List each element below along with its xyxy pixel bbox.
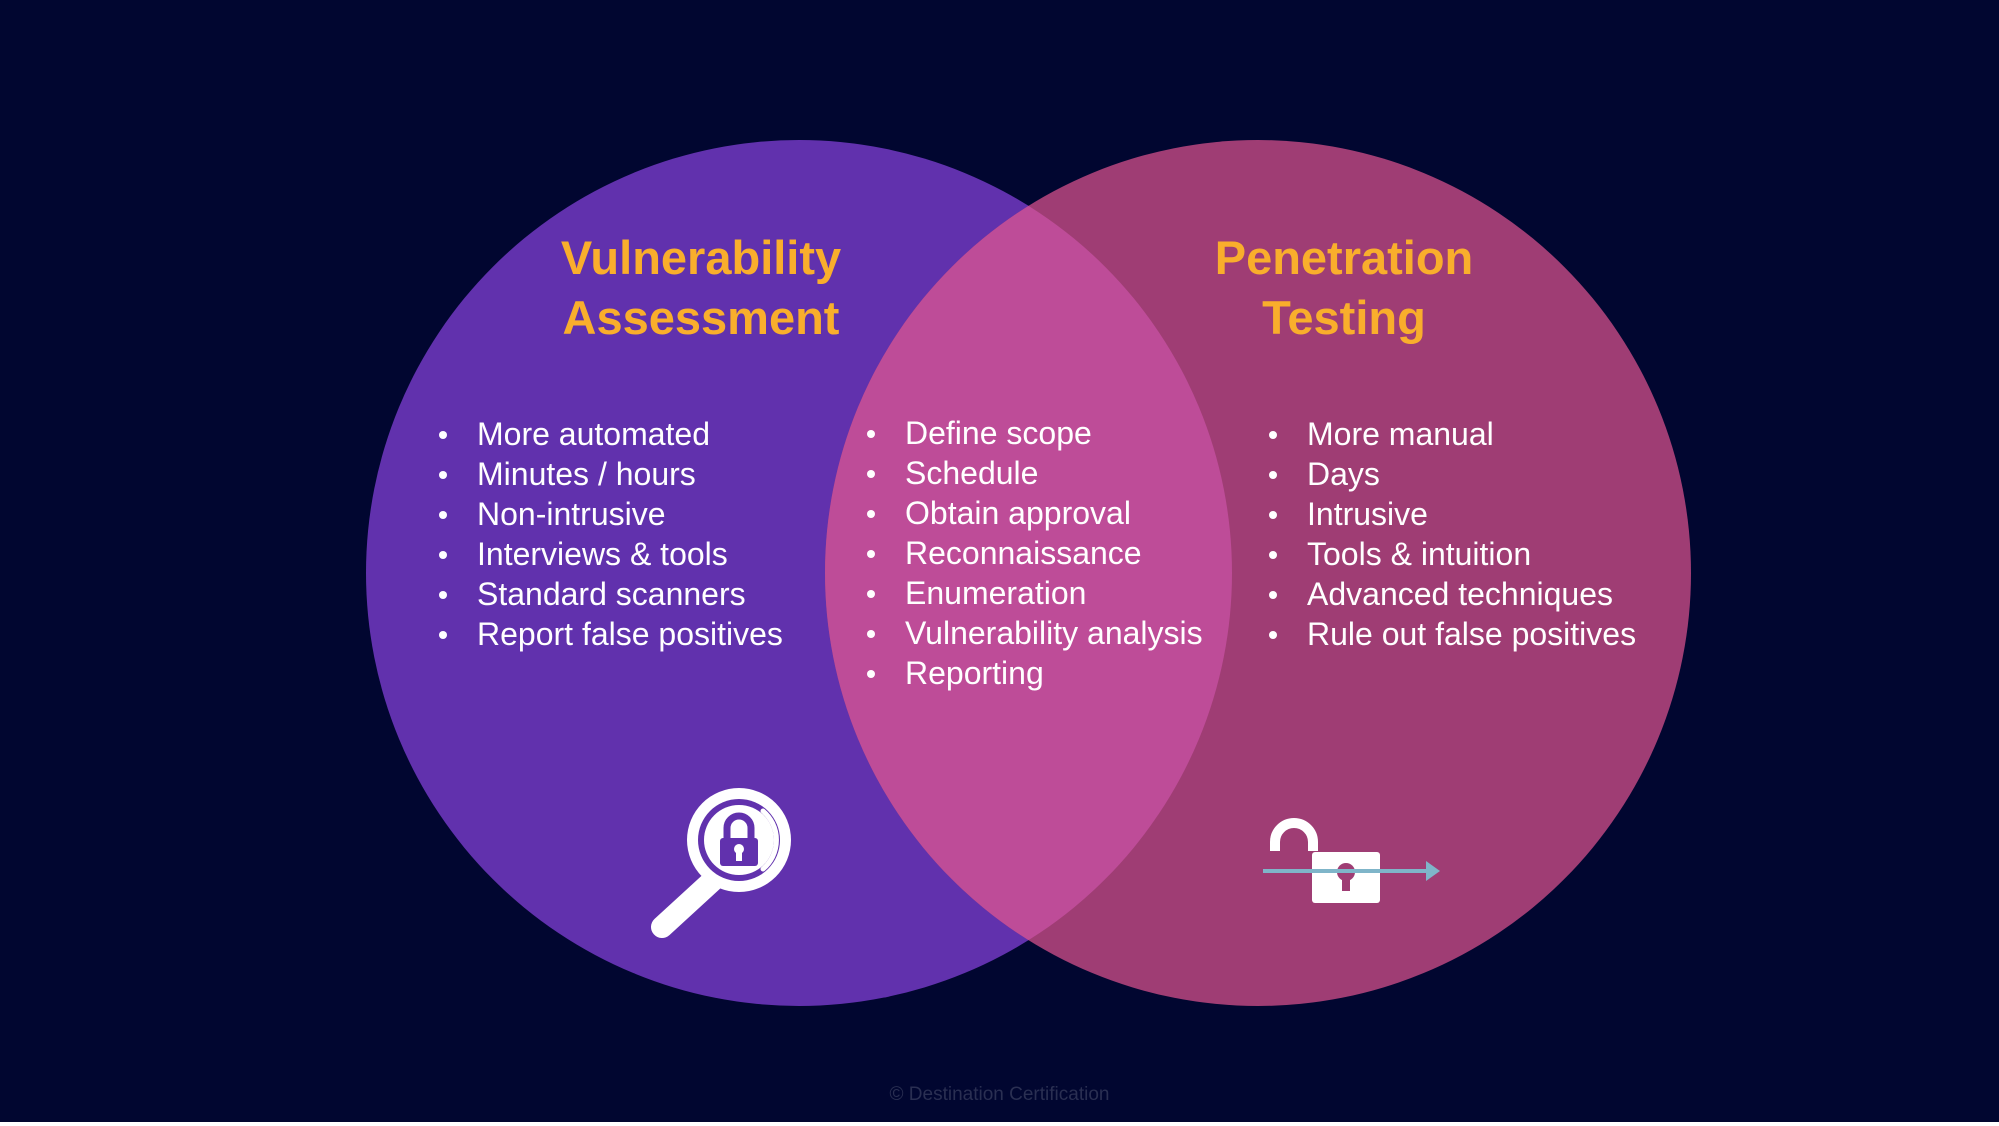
- list-item: Advanced techniques: [1267, 574, 1636, 614]
- shared-steps-list: Define scope Schedule Obtain approval Re…: [865, 413, 1203, 693]
- right-title-line2: Testing: [1262, 291, 1426, 344]
- list-item: Obtain approval: [865, 493, 1203, 533]
- right-title-line1: Penetration: [1214, 231, 1474, 284]
- left-title-line1: Vulnerability: [560, 231, 842, 284]
- magnifier-lock-icon: [651, 788, 791, 938]
- list-item: Reporting: [865, 653, 1203, 693]
- unlocked-padlock-arrow-icon: [1263, 818, 1440, 903]
- list-item: Tools & intuition: [1267, 534, 1636, 574]
- list-item: More manual: [1267, 414, 1636, 454]
- copyright-footer: © Destination Certification: [889, 1084, 1110, 1105]
- list-item: Intrusive: [1267, 494, 1636, 534]
- list-item: Enumeration: [865, 573, 1203, 613]
- list-item: More automated: [437, 414, 783, 454]
- list-item: Define scope: [865, 413, 1203, 453]
- left-title-line2: Assessment: [562, 291, 840, 344]
- vulnerability-assessment-list: More automated Minutes / hours Non-intru…: [437, 414, 783, 654]
- list-item: Non-intrusive: [437, 494, 783, 534]
- list-item: Standard scanners: [437, 574, 783, 614]
- penetration-testing-list: More manual Days Intrusive Tools & intui…: [1267, 414, 1636, 654]
- list-item: Report false positives: [437, 614, 783, 654]
- list-item: Interviews & tools: [437, 534, 783, 574]
- overlap-region: [825, 140, 1232, 1006]
- list-item: Reconnaissance: [865, 533, 1203, 573]
- list-item: Vulnerability analysis: [865, 613, 1203, 653]
- list-item: Schedule: [865, 453, 1203, 493]
- list-item: Days: [1267, 454, 1636, 494]
- list-item: Minutes / hours: [437, 454, 783, 494]
- list-item: Rule out false positives: [1267, 614, 1636, 654]
- vulnerability-assessment-title: Vulnerability Assessment: [491, 228, 911, 348]
- penetration-testing-title: Penetration Testing: [1134, 228, 1554, 348]
